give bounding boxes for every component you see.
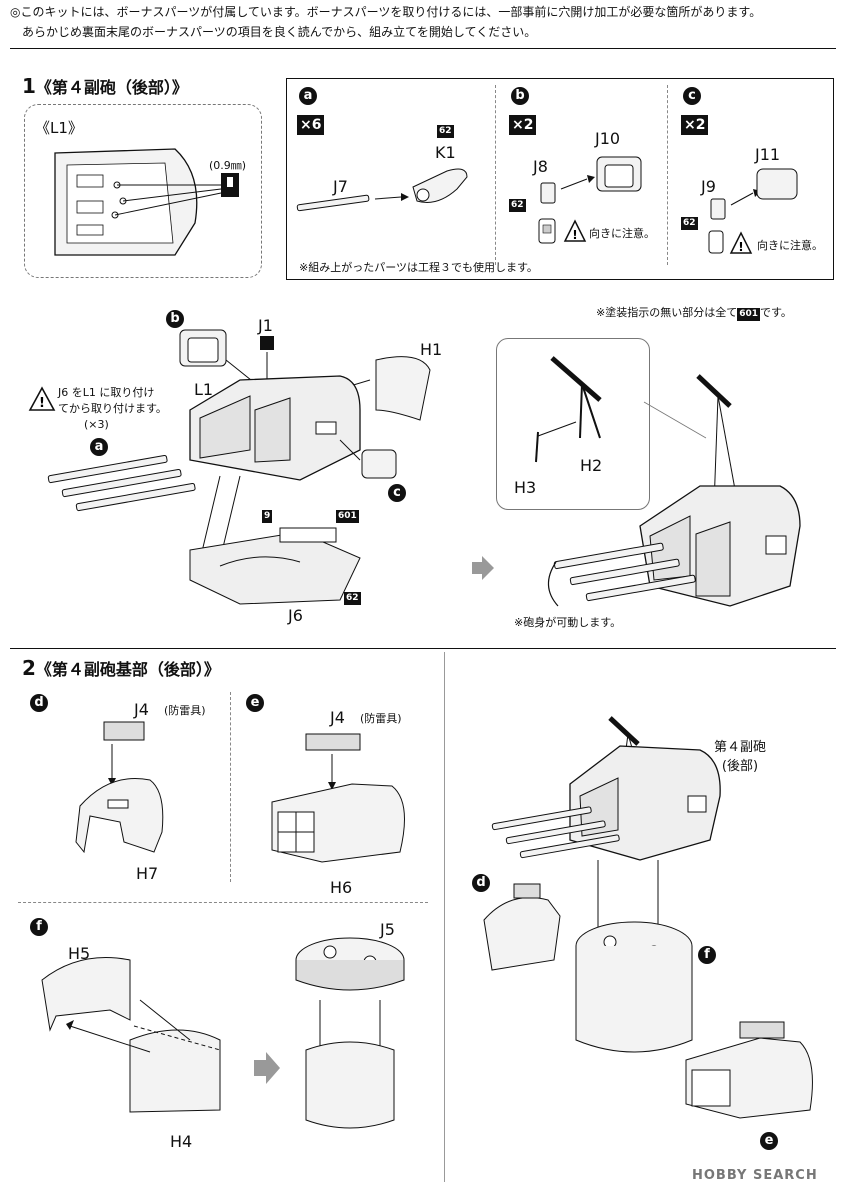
l1-box-title: 《L1》 [35, 119, 83, 137]
step1-title: 1《第４副砲（後部）》 [22, 74, 188, 98]
header-line-2: あらかじめ裏面末尾のボーナスパーツの項目を良く読んでから、組み立てを開始してくだ… [22, 25, 537, 39]
label-j9: J9 [701, 177, 716, 196]
caution-icon: ! [28, 386, 56, 411]
options-divider-1 [495, 85, 496, 265]
badge-c: c [683, 87, 701, 105]
shield-part-c: ! [708, 168, 798, 254]
caution-c: 向きに注意。 [757, 239, 823, 252]
label-l1: L1 [194, 380, 214, 399]
step1-number: 1 [22, 74, 36, 98]
label-d-j4: J4 [134, 700, 149, 719]
final-label: 第４副砲 (後部) [714, 736, 766, 774]
label-times3: (×3) [84, 418, 109, 431]
turret-barrel-part [296, 168, 468, 212]
label-j7: J7 [333, 177, 348, 196]
badge-f: f [30, 918, 48, 936]
turret-assembled [547, 374, 801, 607]
svg-text:!: ! [572, 228, 577, 242]
label-h4: H4 [170, 1132, 193, 1151]
header-note: ◎このキットには、ボーナスパーツが付属しています。ボーナスパーツを取り付けるには… [10, 2, 840, 42]
part-h6-diagram [271, 733, 405, 863]
step2-number: 2 [22, 656, 36, 680]
paint-note-pre: ※塗装指示の無い部分は全て [596, 306, 738, 319]
qty-c: ×2 [681, 115, 709, 135]
label-j11: J11 [755, 145, 781, 164]
options-box: a ×6 62 K1 J7 b ×2 J10 J8 62 ! 向きに注意。 c … [286, 78, 834, 280]
badge-d: d [30, 694, 48, 712]
label-h6: H6 [330, 878, 353, 897]
callout-b: b [166, 310, 184, 328]
l1-detail-box: 《L1》 (0.9㎜) [24, 104, 262, 278]
header-line-1: ◎このキットには、ボーナスパーツが付属しています。ボーナスパーツを取り付けるには… [10, 5, 762, 19]
label-h1: H1 [420, 340, 443, 359]
label-h7: H7 [136, 864, 159, 883]
label-d-note: (防雷具) [164, 704, 206, 717]
shield-part-b: ! [538, 156, 642, 244]
movable-note: ※砲身が可動します。 [514, 616, 622, 629]
mast-inset-box [496, 338, 650, 510]
j6-note: J6 をL1 に取り付け てから取り付けます。 [58, 384, 167, 416]
part-f-diagram [41, 937, 405, 1129]
step2-vertical-divider [444, 652, 445, 1182]
color-601: 601 [336, 510, 359, 523]
step2-f-divider [18, 902, 428, 903]
turret-exploded-diagram [47, 329, 431, 605]
label-k1: K1 [435, 143, 456, 162]
qty-a: ×6 [297, 115, 325, 135]
label-e-j4: J4 [330, 708, 345, 727]
step-divider [10, 648, 836, 649]
options-divider-2 [667, 85, 668, 265]
badge-a: a [299, 87, 317, 105]
final-label-2: (後部) [721, 759, 759, 774]
step2-de-divider [230, 692, 231, 882]
step2-title-text: 《第４副砲基部（後部）》 [35, 660, 220, 679]
part-h7-diagram [75, 721, 164, 854]
label-e-note: (防雷具) [360, 712, 402, 725]
j6-note-line2: てから取り付けます。 [58, 402, 167, 415]
reuse-note: ※組み上がったパーツは工程３でも使用します。 [299, 261, 538, 274]
callout-a: a [90, 438, 108, 456]
step2-title: 2《第４副砲基部（後部）》 [22, 656, 220, 680]
final-callout-f: f [698, 946, 716, 964]
drill-size-label: (0.9㎜) [209, 159, 247, 172]
j6-note-line1: J6 をL1 に取り付け [58, 386, 155, 399]
label-h2: H2 [580, 456, 603, 475]
label-j1: J1 [258, 316, 273, 335]
color-9: 9 [262, 510, 273, 523]
watermark: HOBBY SEARCH [692, 1168, 818, 1183]
caution-b: 向きに注意。 [589, 227, 655, 240]
svg-text:!: ! [39, 396, 45, 411]
label-j6: J6 [288, 606, 303, 625]
next-step-arrow-icon [472, 556, 494, 580]
callout-c: c [388, 484, 406, 502]
l1-drill-diagram [54, 148, 239, 256]
paint-note-color: 601 [737, 308, 761, 321]
paint-note-post: です。 [760, 306, 792, 319]
color-j8: 62 [509, 199, 526, 212]
final-callout-e: e [760, 1132, 778, 1150]
badge-e: e [246, 694, 264, 712]
label-j5: J5 [380, 920, 395, 939]
final-callout-d: d [472, 874, 490, 892]
label-j8: J8 [533, 157, 548, 176]
qty-b: ×2 [509, 115, 537, 135]
final-assembly-diagram [483, 716, 813, 1119]
color-62: 62 [344, 592, 361, 605]
color-j9: 62 [681, 217, 698, 230]
final-label-1: 第４副砲 [714, 740, 767, 755]
svg-text:!: ! [738, 240, 743, 254]
badge-b: b [511, 87, 529, 105]
label-h3: H3 [514, 478, 537, 497]
header-divider [10, 48, 836, 49]
mast-diagram [535, 356, 707, 463]
label-j10: J10 [595, 129, 621, 148]
color-k1: 62 [437, 125, 454, 138]
label-h5: H5 [68, 944, 91, 963]
step1-title-text: 《第４副砲（後部）》 [35, 78, 188, 97]
